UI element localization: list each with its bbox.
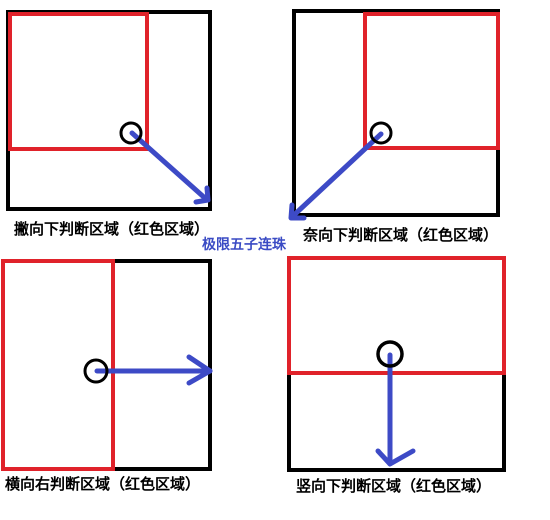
watermark-label: 极限五子连珠 [202, 237, 286, 253]
red-judgement-region [363, 12, 500, 150]
panel-box [6, 10, 212, 211]
red-judgement-region [287, 256, 506, 375]
caption-top-left: 撇向下判断区域（红色区域） [14, 220, 210, 238]
arrow-head [186, 354, 213, 386]
stone-circle [376, 340, 404, 368]
red-judgement-region [8, 12, 149, 151]
stone-circle [119, 121, 143, 145]
arrow-shaft [291, 131, 384, 218]
stone-circle [83, 358, 109, 384]
arrow-head [288, 202, 307, 221]
panel-diagonal-down-left [288, 9, 500, 221]
red-judgement-region [1, 259, 115, 471]
arrow-head [375, 448, 416, 467]
caption-bottom-left: 横向右判断区域（红色区域） [5, 475, 201, 493]
stone-circle [369, 121, 393, 145]
arrow-head [193, 185, 211, 205]
caption-top-right: 奈向下判断区域（红色区域） [303, 226, 499, 244]
caption-bottom-right: 竖向下判断区域（红色区域） [296, 477, 492, 495]
panel-diagonal-down-right [6, 10, 212, 211]
panel-vertical-down [287, 256, 506, 472]
panel-horizontal-right [1, 259, 213, 471]
arrow-shaft [129, 130, 209, 202]
